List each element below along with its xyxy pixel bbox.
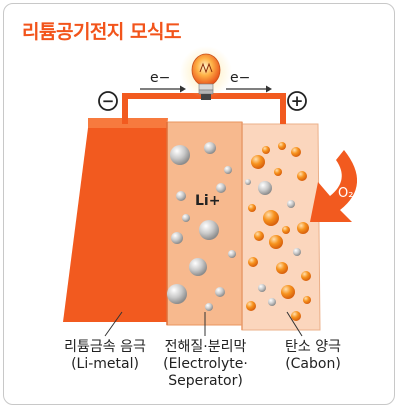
lithium-ion-particle — [204, 142, 216, 154]
lithium-ion-particle — [199, 220, 219, 240]
cathode-label: 탄소 양극 (Cabon) — [285, 339, 341, 372]
oxygen-particle — [281, 285, 295, 299]
lithium-ions — [167, 142, 236, 311]
oxygen-label: O₂ — [338, 186, 353, 201]
oxygen-particle — [269, 235, 283, 249]
oxygen-particles — [245, 142, 311, 321]
oxygen-particle — [293, 248, 301, 256]
lithium-ion-particle — [167, 284, 187, 304]
oxygen-particle — [297, 222, 309, 234]
negative-terminal-icon: − — [98, 91, 118, 111]
svg-text:+: + — [291, 92, 304, 110]
electron-flow-arrows — [140, 85, 272, 93]
lithium-ion-particle — [215, 287, 225, 297]
light-bulb-icon — [180, 46, 232, 100]
oxygen-particle — [258, 284, 266, 292]
lithium-ion-particle — [176, 191, 186, 201]
lithium-ion-particle — [189, 258, 207, 276]
oxygen-particle — [301, 271, 311, 281]
oxygen-inflow-arrow — [310, 150, 358, 222]
svg-text:−: − — [102, 92, 115, 110]
electrolyte-label: 전해질·분리막 (Electrolyte· Seperator) — [163, 339, 248, 389]
oxygen-particle — [254, 231, 264, 241]
electron-label-left: e− — [150, 70, 170, 86]
lithium-ion-particle — [205, 303, 213, 311]
lithium-ion-particle — [228, 250, 236, 258]
oxygen-particle — [262, 146, 270, 154]
oxygen-particle — [258, 181, 272, 195]
oxygen-particle — [251, 155, 265, 169]
leader-lines — [104, 311, 303, 337]
oxygen-particle — [248, 257, 258, 267]
oxygen-particle — [245, 179, 251, 185]
lithium-ion-particle — [224, 166, 232, 174]
oxygen-particle — [282, 226, 290, 234]
positive-terminal-icon: + — [287, 91, 307, 111]
oxygen-particle — [274, 168, 282, 176]
oxygen-particle — [246, 301, 256, 311]
oxygen-particle — [303, 296, 311, 304]
oxygen-particle — [276, 262, 288, 274]
electron-label-right: e− — [230, 70, 250, 86]
oxygen-particle — [263, 210, 279, 226]
lithium-ion-particle — [170, 145, 190, 165]
lithium-ion-particle — [182, 214, 190, 222]
oxygen-particle — [248, 204, 256, 212]
lithium-ion-particle — [171, 232, 183, 244]
oxygen-particle — [268, 298, 276, 306]
diagram-title: 리튬공기전지 모식도 — [22, 21, 181, 43]
oxygen-particle — [291, 311, 301, 321]
oxygen-particle — [287, 200, 295, 208]
oxygen-particle — [297, 171, 307, 181]
anode-front — [63, 128, 167, 322]
oxygen-particle — [291, 147, 301, 157]
lithium-ion-particle — [216, 183, 226, 193]
oxygen-particle — [278, 142, 286, 150]
lithium-ion-label: Li+ — [195, 193, 220, 209]
anode-label: 리튬금속 음극 (Li-metal) — [64, 339, 146, 372]
